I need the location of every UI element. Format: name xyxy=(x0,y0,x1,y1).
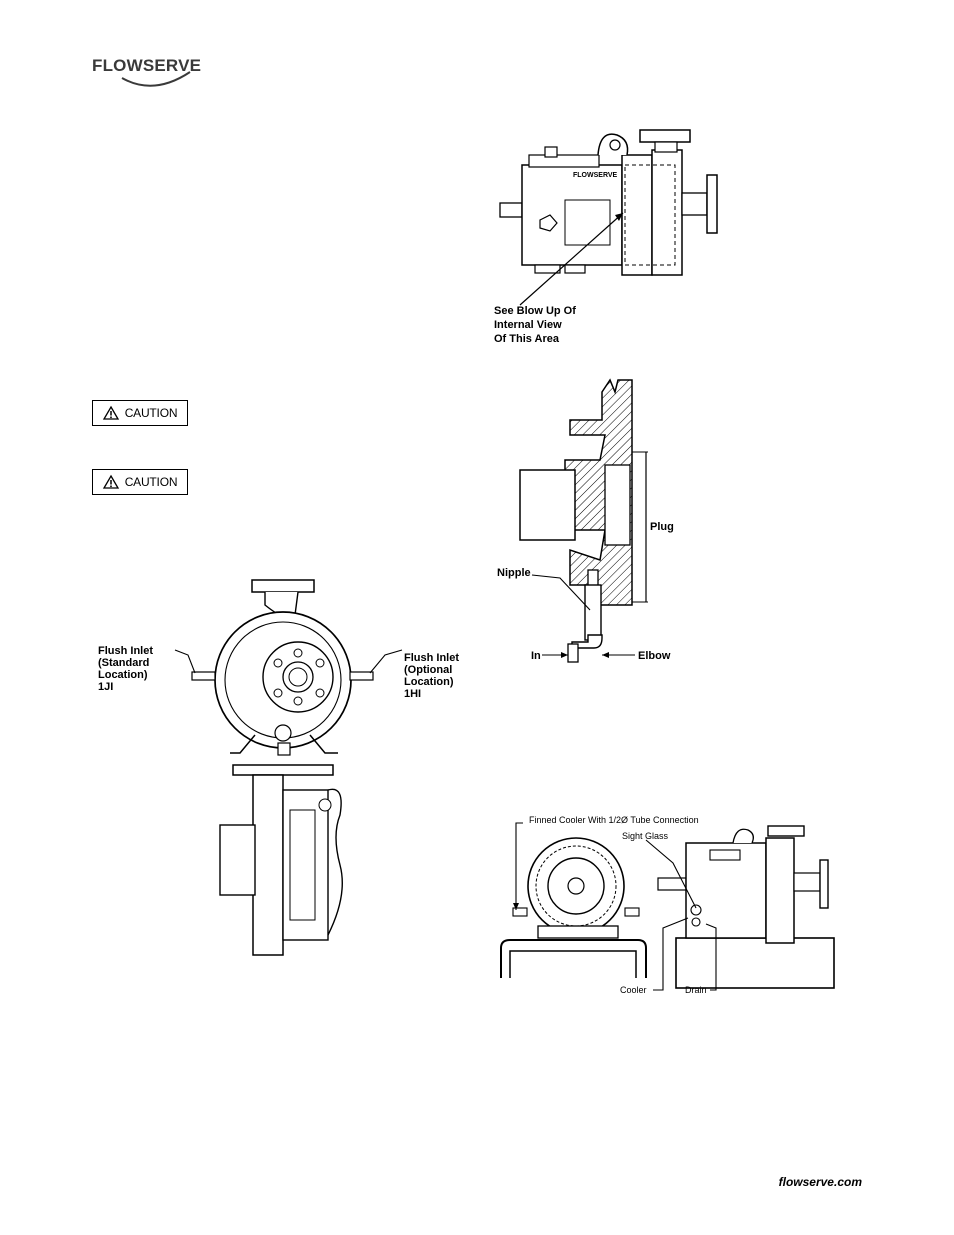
flush-right-line-4: 1HI xyxy=(404,688,422,700)
elbow-label: Elbow xyxy=(638,650,671,662)
flush-left-line-4: 1JI xyxy=(98,681,114,693)
caution-box-1: CAUTION xyxy=(92,400,188,426)
section-view-figure xyxy=(519,378,648,663)
flush-right-line-1: Flush Inlet xyxy=(404,652,459,664)
flush-left-line-3: Location) xyxy=(98,669,148,681)
finned-cooler-label: Finned Cooler With 1/2Ø Tube Connection xyxy=(529,815,699,825)
flush-right-line-3: Location) xyxy=(404,676,454,688)
cooler-figure xyxy=(500,822,835,991)
nipple-label: Nipple xyxy=(497,567,531,579)
caution-label: CAUTION xyxy=(124,406,178,420)
flush-left-line-2: (Standard xyxy=(98,657,150,669)
in-label: In xyxy=(531,650,541,662)
callout-line-1: See Blow Up Of xyxy=(494,305,576,317)
flowserve-logo: FLOWSERVE xyxy=(92,52,207,90)
flush-inlet-figure xyxy=(174,579,403,956)
callout-line-3: Of This Area xyxy=(494,333,559,345)
warning-triangle-icon xyxy=(102,405,119,420)
drain-label: Drain xyxy=(685,985,707,995)
caution-box-2: CAUTION xyxy=(92,469,188,495)
footer-site: flowserve.com xyxy=(778,1175,862,1189)
pump-brand-label: FLOWSERVE xyxy=(573,172,618,179)
logo-swoosh-icon xyxy=(121,71,191,87)
cooler-label: Cooler xyxy=(620,985,647,995)
flush-right-line-2: (Optional xyxy=(404,664,453,676)
plug-label: Plug xyxy=(650,521,674,533)
logo-text: FLOWSERVE xyxy=(92,56,202,75)
callout-line-2: Internal View xyxy=(494,319,562,331)
warning-triangle-icon xyxy=(102,474,119,489)
sight-glass-label: Sight Glass xyxy=(622,831,669,841)
pump-blowup-figure: FLOWSERVE xyxy=(499,129,718,306)
flush-left-line-1: Flush Inlet xyxy=(98,645,153,657)
caution-label: CAUTION xyxy=(124,475,178,489)
